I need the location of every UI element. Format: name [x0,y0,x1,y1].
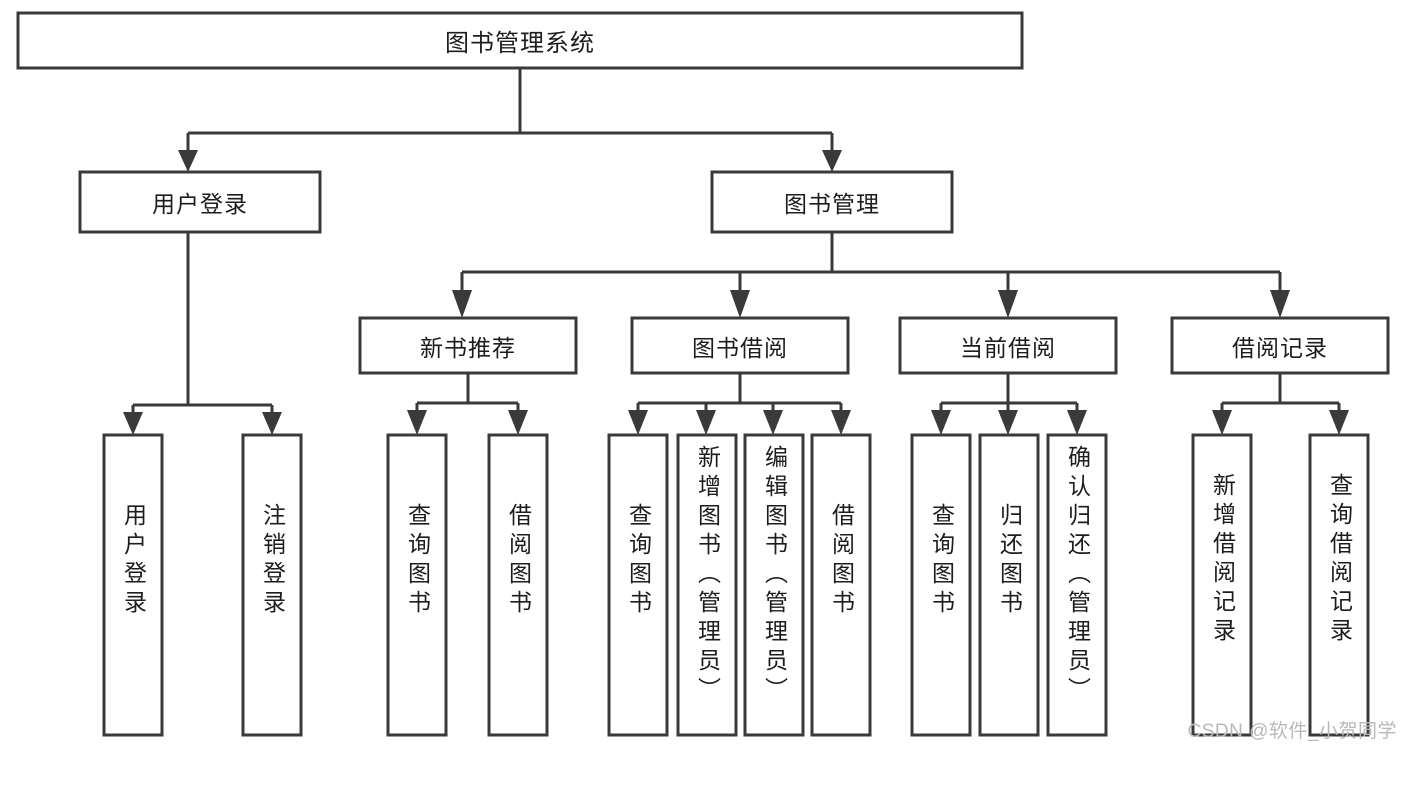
node-box-root[interactable] [16,11,1024,70]
arrow-leaf-user-login [123,412,143,435]
node-box-leaf-logout[interactable] [241,433,303,737]
arrow-leaf-edit-book [763,410,783,435]
node-box-leaf-user-login[interactable] [102,433,164,737]
node-box-book-mgmt[interactable] [710,170,954,234]
arrow-new-book-rec [452,290,472,318]
arrow-leaf-logout [262,412,282,435]
arrow-leaf-query-record [1329,410,1349,435]
node-box-leaf-add-record[interactable] [1191,433,1253,737]
diagram-canvas: 图书管理系统 用户登录 图书管理 新书推荐 图书借阅 当前借阅 借阅记录 用户登… [16,11,1397,742]
node-box-leaf-borrow-book-b[interactable] [810,433,872,737]
node-box-leaf-return-book[interactable] [978,433,1040,737]
node-box-leaf-confirm-return[interactable] [1046,433,1108,737]
node-box-borrow-record[interactable] [1170,316,1390,375]
arrow-borrow-record [1270,290,1290,318]
node-box-leaf-query-book-a[interactable] [386,433,448,737]
node-box-leaf-query-record[interactable] [1308,433,1370,737]
arrow-leaf-add-book [696,410,716,435]
node-box-user-login[interactable] [78,170,322,234]
arrow-book-mgmt [822,150,842,172]
hierarchy-diagram [16,11,1390,737]
arrow-leaf-return-book [998,410,1018,435]
arrow-leaf-query-book-a [407,410,427,435]
arrow-book-borrow [730,290,750,318]
arrow-leaf-confirm-return [1067,410,1087,435]
node-box-leaf-add-book[interactable] [676,433,738,737]
node-box-book-borrow[interactable] [630,316,850,375]
node-box-new-book-rec[interactable] [358,316,578,375]
arrow-leaf-query-book-b [628,410,648,435]
node-box-leaf-borrow-book-a[interactable] [487,433,549,737]
arrow-leaf-add-record [1212,410,1232,435]
node-box-leaf-query-book-c[interactable] [910,433,972,737]
arrow-leaf-borrow-book-b [831,410,851,435]
arrow-user-login [178,150,198,172]
arrow-leaf-query-book-c [931,410,951,435]
connectors [123,68,1349,435]
node-box-leaf-query-book-b[interactable] [607,433,669,737]
arrow-current-borrow [998,290,1018,318]
node-box-leaf-edit-book[interactable] [743,433,805,737]
node-boxes [16,11,1390,737]
arrow-leaf-borrow-book-a [508,410,528,435]
node-box-current-borrow[interactable] [898,316,1118,375]
